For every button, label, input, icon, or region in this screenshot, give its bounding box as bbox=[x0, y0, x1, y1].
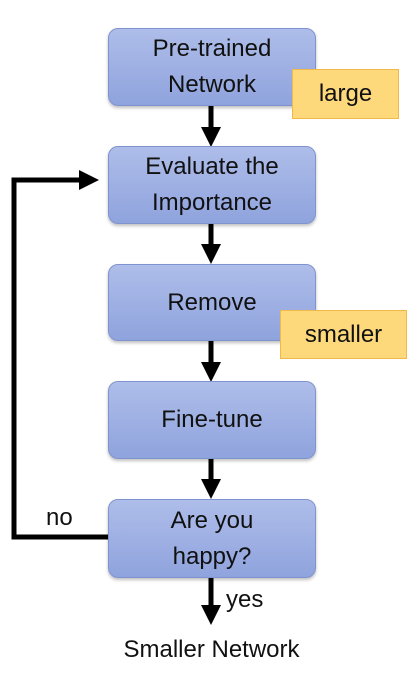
edge-label-yes: yes bbox=[226, 586, 264, 613]
node-decision-line1: Are you bbox=[170, 506, 254, 534]
node-evaluate-line2: Importance bbox=[151, 189, 273, 216]
node-remove-label: Remove bbox=[167, 288, 257, 316]
node-pretrained-network: Pre-trained Network bbox=[108, 28, 316, 106]
node-fine-tune: Fine-tune bbox=[108, 381, 316, 459]
node-pretrained-line2: Network bbox=[167, 71, 257, 98]
output-smaller-network: Smaller Network bbox=[123, 636, 300, 663]
node-pretrained-line1: Pre-trained bbox=[152, 35, 272, 62]
node-decision-line2: happy? bbox=[172, 542, 252, 570]
node-evaluate-line1: Evaluate the bbox=[145, 153, 279, 180]
tag-large: large bbox=[292, 69, 399, 119]
arrow-no-loop bbox=[11, 170, 108, 540]
edge-label-no: no bbox=[46, 504, 73, 531]
node-evaluate-importance: Evaluate the Importance bbox=[108, 146, 316, 224]
node-decision: Are you happy? bbox=[108, 499, 316, 578]
node-finetune-label: Fine-tune bbox=[161, 406, 263, 433]
tag-smaller: smaller bbox=[280, 310, 407, 359]
